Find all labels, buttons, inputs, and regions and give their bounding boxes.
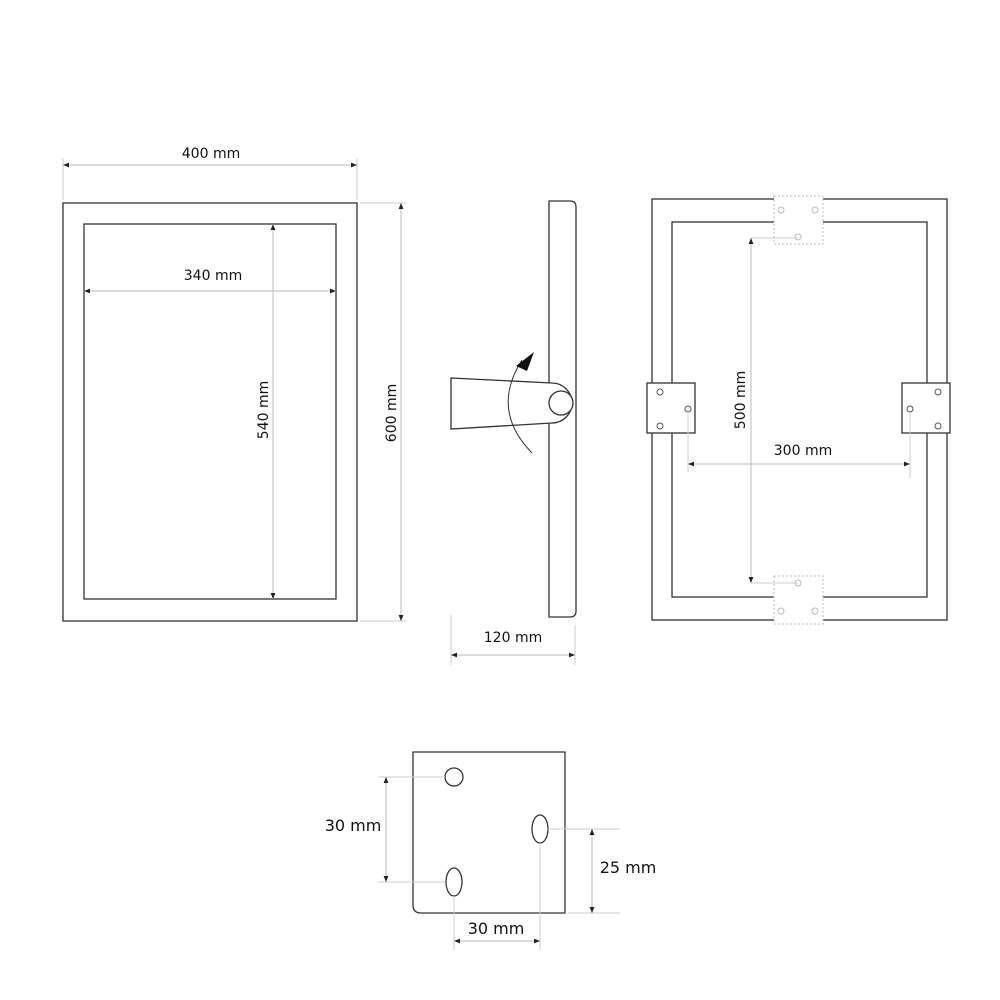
rear-view: 500 mm 300 mm (646, 195, 951, 625)
slot-hole-right (531, 814, 549, 844)
rotation-arrow (507, 359, 533, 454)
inner-height-label: 540 mm (256, 381, 272, 439)
bracket-detail: 30 mm 25 mm 30 mm (325, 751, 657, 950)
mirror-glass (83, 223, 337, 600)
vertical-hole-label: 30 mm (325, 816, 382, 835)
pivot-hinge (548, 390, 574, 416)
round-hole (444, 767, 464, 787)
horizontal-spacing-label: 300 mm (774, 443, 832, 459)
horizontal-hole-label: 30 mm (468, 919, 525, 938)
inner-width-label: 340 mm (184, 268, 242, 284)
width-label: 400 mm (182, 146, 240, 162)
slot-hole-lower (445, 867, 463, 897)
rotation-arrow-head-icon (516, 352, 534, 371)
vertical-spacing-label: 500 mm (733, 371, 749, 429)
bottom-bracket-hidden (773, 575, 824, 625)
right-hole-label: 25 mm (600, 858, 657, 877)
side-view: 120 mm (450, 200, 577, 665)
rear-inner-panel (671, 221, 928, 598)
top-bracket-hidden (773, 195, 824, 245)
front-view: 400 mm 340 mm 540 mm 600 mm (62, 146, 407, 622)
height-label: 600 mm (384, 384, 400, 442)
depth-label: 120 mm (484, 630, 542, 646)
